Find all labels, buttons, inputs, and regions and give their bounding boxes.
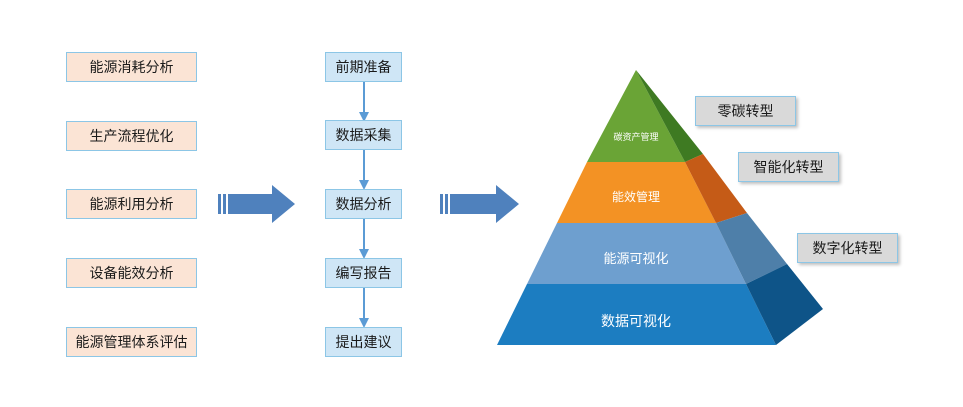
tag-digital: 数字化转型 (797, 233, 898, 263)
tag-zero-carbon: 零碳转型 (695, 96, 796, 126)
pyramid-side-1 (636, 70, 703, 162)
pyramid-side-4 (746, 264, 823, 345)
pyramid-side-2 (685, 154, 747, 223)
item-energy-management-system-evaluation: 能源管理体系评估 (66, 327, 197, 357)
tag-intelligent: 智能化转型 (738, 152, 839, 182)
item-energy-utilization-analysis: 能源利用分析 (66, 189, 197, 219)
step-data-analysis: 数据分析 (325, 189, 402, 219)
step-suggestions: 提出建议 (325, 327, 402, 357)
pyramid-label-energy-efficiency: 能效管理 (611, 189, 660, 204)
pyramid-label-energy-visualization: 能源可视化 (603, 251, 669, 267)
item-equipment-efficiency-analysis: 设备能效分析 (66, 258, 197, 288)
flow-arrow-left (218, 185, 295, 223)
item-production-process-optimization: 生产流程优化 (66, 121, 197, 151)
pyramid-level-carbon-asset (587, 70, 685, 162)
flow-arrow-right (440, 185, 519, 223)
item-energy-consumption-analysis: 能源消耗分析 (66, 52, 197, 82)
step-data-collection: 数据采集 (325, 120, 402, 150)
pyramid-label-carbon-asset: 碳资产管理 (613, 132, 659, 143)
step-preparation: 前期准备 (325, 52, 402, 82)
pyramid-level-energy-efficiency (557, 162, 716, 223)
pyramid-label-data-visualization: 数据可视化 (601, 314, 671, 330)
step-write-report: 编写报告 (325, 258, 402, 288)
pyramid-side-3 (716, 213, 787, 284)
pyramid-level-data-visualization (497, 284, 776, 345)
pyramid-level-energy-visualization (527, 223, 746, 284)
